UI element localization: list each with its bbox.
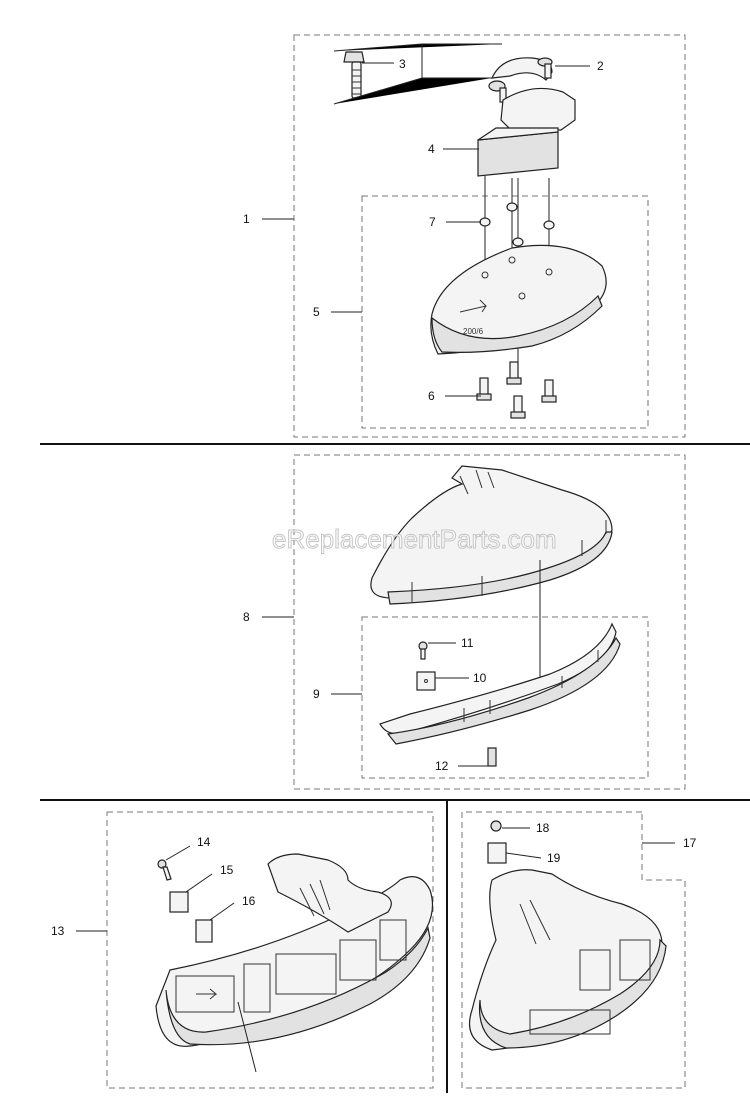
guard-upper-part [370,465,613,605]
assembly-8-box [293,454,686,790]
plate-part-10 [416,671,436,691]
assembly-1-group: 200/6 [293,34,686,438]
callout-5: 5 [313,305,320,319]
assembly-17-box [461,811,686,1089]
assembly-13-box [106,811,434,1089]
bracket-lines [333,43,502,105]
assembly-8-group [293,454,686,790]
callout-2: 2 [597,59,604,73]
washers-part-7 [479,202,555,247]
svg-text:200/6: 200/6 [463,327,484,336]
assembly-9-box [361,616,649,779]
plate-part-15 [169,891,189,913]
guard-part-13 [155,853,434,1047]
callout-4: 4 [428,142,435,156]
callout-18: 18 [536,821,550,835]
screw-part-11 [418,641,428,660]
guard-part-5: 200/6 [430,244,607,355]
callout-12: 12 [435,759,449,773]
screw-part-14 [157,859,172,881]
mount-part-4 [477,87,576,177]
callout-10: 10 [473,671,487,685]
callout-8: 8 [243,610,250,624]
clip-part-12 [487,747,497,767]
callout-17: 17 [683,836,697,850]
clip-part-16 [195,919,213,943]
blade-strip-part-9 [379,622,621,745]
clamp-part-2 [488,57,553,103]
screws-part-6 [476,361,557,419]
callout-19: 19 [547,851,561,865]
callout-13: 13 [51,924,65,938]
callout-1: 1 [243,212,250,226]
guard-part-17 [468,869,667,1051]
screw-part-18 [490,820,502,832]
assembly-13-group [106,811,434,1089]
part-13-leader [237,1001,257,1073]
callout-6: 6 [428,389,435,403]
callout-14: 14 [197,835,211,849]
assembly-17-group [461,811,686,1089]
callout-16: 16 [242,894,256,908]
callout-9: 9 [313,687,320,701]
leader-lines [76,62,675,932]
bolt-part-3 [343,51,365,99]
plate-part-19 [487,842,507,864]
callout-15: 15 [220,863,234,877]
assembly-1-box [293,34,686,438]
callout-11: 11 [461,636,474,650]
watermark-text: eReplacementParts.com [272,524,557,554]
callout-3: 3 [399,57,406,71]
callout-7: 7 [429,215,436,229]
